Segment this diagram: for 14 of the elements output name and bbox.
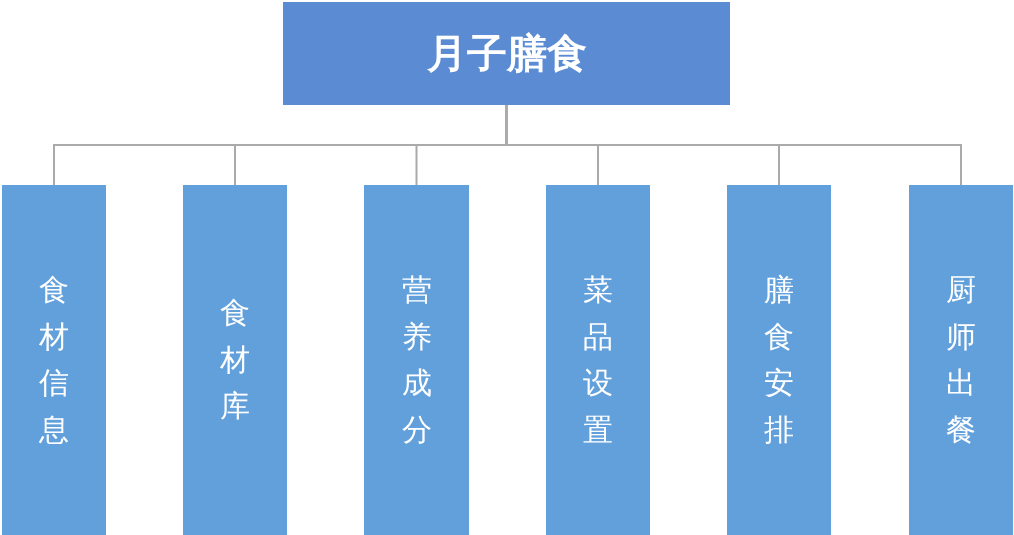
module-label: 厨师出餐: [946, 271, 976, 449]
module-box: [2, 185, 106, 535]
module-box: [546, 185, 650, 535]
module-label: 膳食安排: [764, 271, 794, 449]
title-text: 月子膳食: [426, 29, 587, 78]
module-box: [727, 185, 831, 535]
module-box: [183, 185, 287, 535]
module-box: [364, 185, 469, 535]
module-label: 菜品设置: [583, 271, 613, 449]
module-box: [909, 185, 1013, 535]
module-label: 食材库: [220, 294, 250, 426]
module-label: 食材信息: [39, 271, 69, 449]
module-label: 营养成分: [401, 271, 432, 449]
root-box: [283, 2, 730, 105]
